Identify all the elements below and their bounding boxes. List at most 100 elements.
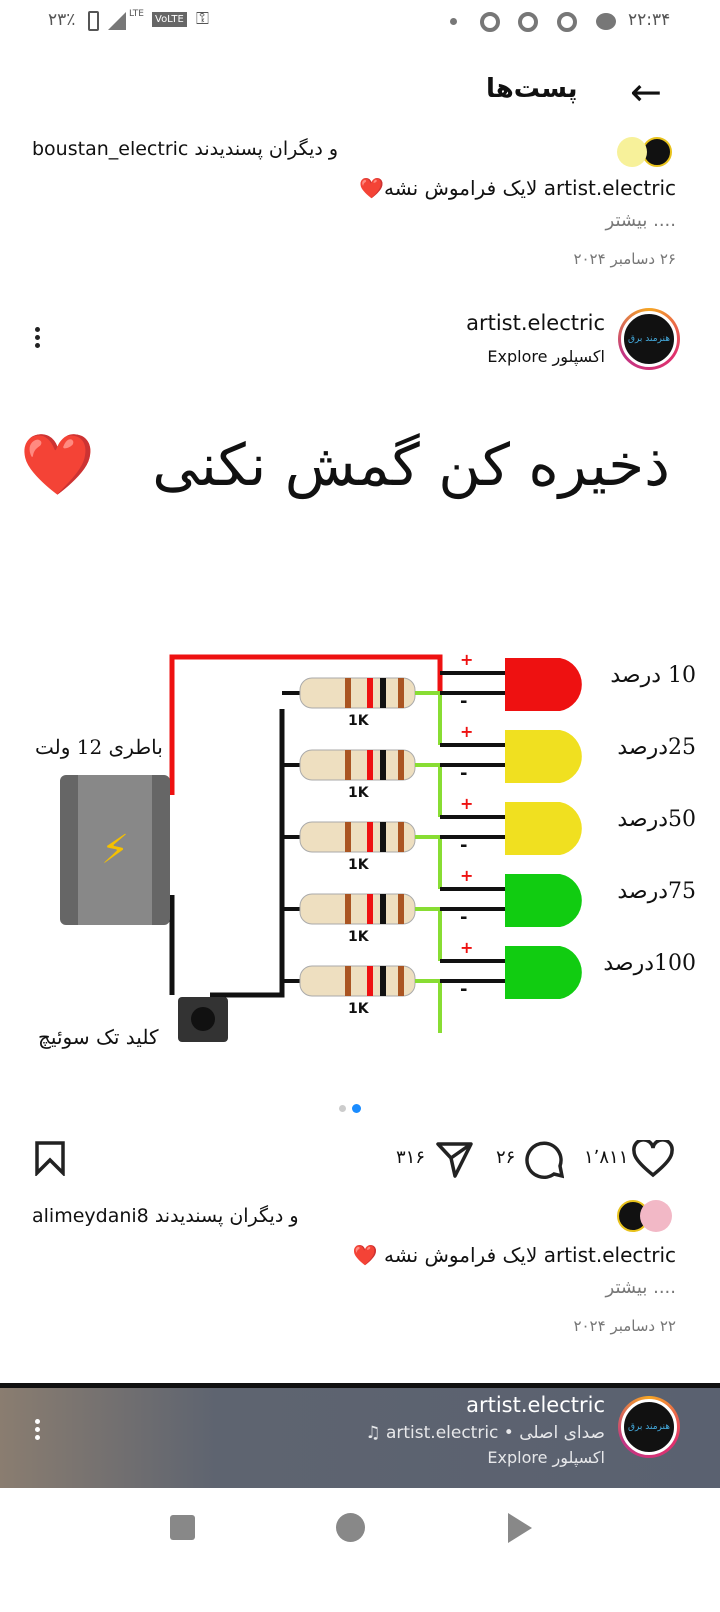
liked-by-user[interactable]: boustan_electric [32, 138, 189, 160]
resistor-band [345, 750, 351, 780]
more-link[interactable]: .... بیشتر [605, 1277, 676, 1298]
resistor-band [367, 678, 373, 708]
home-button[interactable] [336, 1513, 365, 1542]
led-label: 10 درصد [610, 663, 696, 688]
resistor-band [380, 678, 386, 708]
led-label: 100درصد [603, 951, 696, 976]
carousel-dot-active[interactable] [352, 1104, 361, 1113]
minus-sign: - [460, 907, 467, 928]
page-title: پست‌ها [486, 74, 578, 104]
profile-avatar[interactable]: هنرمند برق [618, 1396, 680, 1458]
headline: ذخیره کن گمش نکنی [152, 431, 670, 499]
minus-sign: - [460, 835, 467, 856]
plus-sign: + [460, 794, 473, 813]
volte-badge: VoLTE [152, 12, 187, 27]
led [505, 946, 582, 999]
led [505, 730, 582, 783]
profile-avatar[interactable]: هنرمند برق [618, 308, 680, 370]
led-label: 75درصد [617, 879, 696, 904]
resistor-band [345, 678, 351, 708]
circuit-diagram: ⚡ +-1K+-1K+-1K+-1K+-1K [60, 650, 582, 1042]
comment-icon[interactable] [524, 1140, 565, 1184]
key-icon: ⚿ [196, 9, 209, 29]
led [505, 658, 582, 711]
like-count[interactable]: ۱٬۸۱۱ [584, 1147, 629, 1168]
post-image[interactable]: ذخیره کن گمش نکنی ❤️ ⚡ +-1K+-1K+-1K+-1K+… [0, 385, 720, 1095]
share-icon[interactable] [435, 1140, 475, 1184]
post-date: ۲۲ دسامبر ۲۰۲۴ [573, 1317, 676, 1335]
share-count[interactable]: ۳۱۶ [396, 1147, 426, 1168]
chrome-icon [480, 12, 500, 32]
back-arrow-icon[interactable]: ← [630, 70, 662, 114]
plus-sign: + [460, 650, 473, 669]
led-label: 50درصد [617, 807, 696, 832]
led [505, 802, 582, 855]
resistor-band [345, 966, 351, 996]
caption-user[interactable]: artist.electric [543, 1243, 676, 1267]
resistor-band [398, 822, 404, 852]
resistor-band [398, 894, 404, 924]
resistor-band [367, 894, 373, 924]
resistor-band [367, 966, 373, 996]
post-date: ۲۶ دسامبر ۲۰۲۴ [573, 250, 676, 268]
led [505, 874, 582, 927]
caption-user[interactable]: artist.electric [543, 176, 676, 200]
heart-emoji: ❤️ [20, 430, 95, 500]
lte-label: LTE [129, 9, 144, 19]
resistor [299, 749, 416, 781]
navigation-bar [0, 1488, 720, 1612]
clock: ۲۲:۳۴ [628, 10, 671, 30]
more-options-icon[interactable] [35, 324, 40, 351]
avatar[interactable] [617, 137, 647, 167]
signal-icon [108, 12, 126, 30]
username[interactable]: artist.electric [466, 1393, 605, 1417]
comment-count[interactable]: ۲۶ [496, 1147, 516, 1168]
resistor [299, 677, 416, 709]
carousel-dot[interactable] [339, 1105, 346, 1112]
battery-label: باطری 12 ولت [35, 735, 163, 759]
resistor-label: 1K [348, 857, 370, 873]
caption: artist.electric لایک فراموش نشه ❤️ [352, 1243, 676, 1267]
resistor-band [380, 966, 386, 996]
resistor-band [380, 750, 386, 780]
post-subtitle[interactable]: اکسپلور Explore [487, 347, 605, 366]
liked-by-user[interactable]: alimeydani8 [32, 1205, 149, 1227]
chrome-icon [557, 12, 577, 32]
resistor [299, 965, 416, 997]
plus-sign: + [460, 722, 473, 741]
minus-sign: - [460, 763, 467, 784]
back-button[interactable] [508, 1513, 532, 1543]
led-label: 25درصد [617, 735, 696, 760]
resistor-band [345, 822, 351, 852]
reel-preview[interactable]: هنرمند برق artist.electric صدای اصلی • a… [0, 1383, 720, 1488]
like-icon[interactable] [632, 1138, 674, 1182]
black-wire [169, 709, 285, 998]
battery-percent: ۲۳٪ [48, 10, 76, 30]
plus-sign: + [460, 866, 473, 885]
resistor-band [367, 822, 373, 852]
liked-by: و دیگران پسندیدند alimeydani8 [32, 1205, 299, 1227]
status-bar: ۲۳٪ LTE VoLTE ⚿ ۲۲:۳۴ [0, 0, 720, 44]
switch-label: کلید تک سوئیچ [38, 1025, 159, 1049]
minus-sign: - [460, 691, 467, 712]
resistor-band [380, 894, 386, 924]
avatar[interactable] [640, 1200, 672, 1232]
post-subtitle[interactable]: اکسپلور Explore [487, 1448, 605, 1467]
resistor-label: 1K [348, 1001, 370, 1017]
username[interactable]: artist.electric [466, 311, 605, 335]
chrome-icon [518, 12, 538, 32]
resistor-band [398, 750, 404, 780]
message-icon [596, 13, 616, 30]
battery-icon [88, 11, 99, 31]
resistor-band [398, 966, 404, 996]
more-link[interactable]: .... بیشتر [605, 210, 676, 231]
resistor-band [345, 894, 351, 924]
save-icon[interactable] [34, 1140, 66, 1180]
recents-button[interactable] [170, 1515, 195, 1540]
minus-sign: - [460, 979, 467, 1000]
resistor [299, 821, 416, 853]
resistor-label: 1K [348, 713, 370, 729]
more-options-icon[interactable] [35, 1416, 40, 1443]
audio-info[interactable]: صدای اصلی • artist.electric ♫ [365, 1423, 605, 1443]
resistor-band [367, 750, 373, 780]
